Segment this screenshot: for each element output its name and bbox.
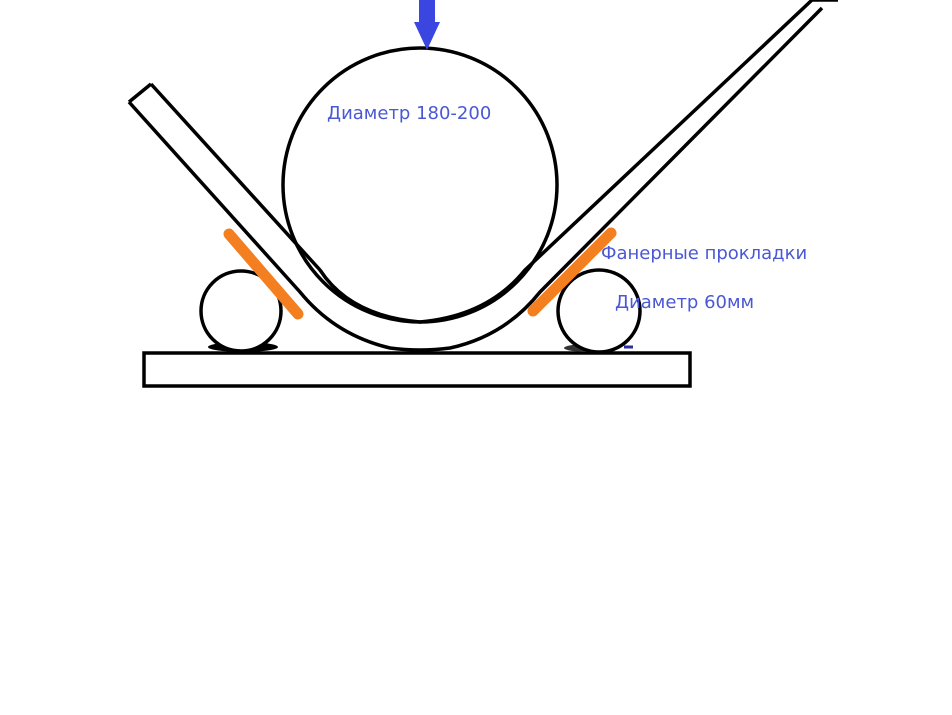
plywood-pad-left bbox=[223, 228, 304, 320]
small-diameter-label: Диаметр 60мм bbox=[615, 292, 755, 313]
base-plate bbox=[142, 351, 692, 388]
down-arrow-icon bbox=[414, 0, 440, 50]
plywood-pad-right bbox=[527, 227, 617, 317]
large-diameter-label: Диаметр 180-200 bbox=[327, 103, 492, 124]
bent-strip-outer bbox=[127, 6, 824, 352]
plywood-pads-label: Фанерные прокладки bbox=[601, 243, 808, 264]
small-roller-left bbox=[199, 269, 283, 353]
strip-end-left bbox=[127, 82, 153, 104]
large-mandrel bbox=[281, 46, 559, 324]
small-roller-right bbox=[556, 268, 642, 354]
